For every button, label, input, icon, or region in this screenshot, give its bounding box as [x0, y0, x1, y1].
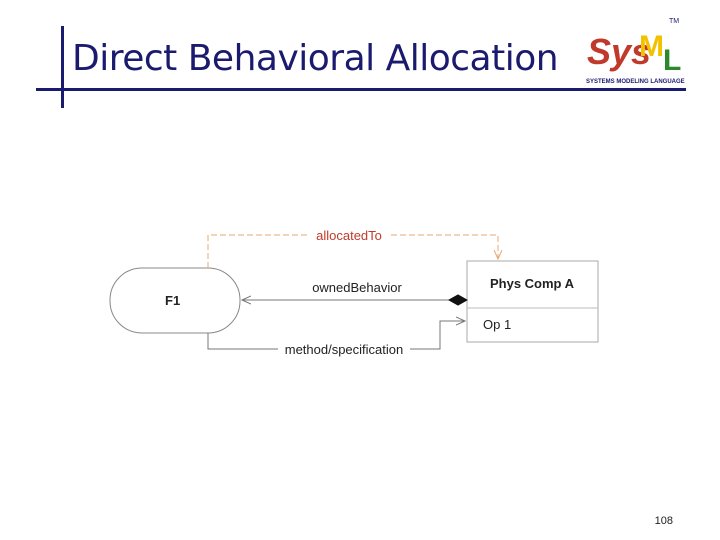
block-name: Phys Comp A — [490, 276, 575, 291]
title-vertical-rule — [61, 26, 64, 108]
composition-diamond — [447, 294, 469, 306]
logo-tagline: SYSTEMS MODELING LANGUAGE — [586, 79, 685, 85]
logo-trademark: TM — [669, 18, 679, 25]
page-number: 108 — [654, 515, 673, 527]
allocated-to-label: allocatedTo — [316, 228, 382, 243]
block-node[interactable] — [466, 260, 599, 343]
block-operation: Op 1 — [483, 317, 511, 332]
title-horizontal-rule — [36, 88, 686, 91]
activity-label: F1 — [165, 293, 180, 308]
owned-behavior-label: ownedBehavior — [312, 280, 402, 295]
sysml-logo: Sys M L TM SYSTEMS MODELING LANGUAGE — [586, 18, 685, 85]
allocated-to-label-bg — [308, 228, 390, 242]
method-specification-label-bg — [278, 342, 410, 356]
method-specification-edge[interactable] — [207, 321, 465, 350]
slide-title: Direct Behavioral Allocation — [72, 38, 559, 79]
logo-sys-text: Sys — [587, 31, 651, 72]
logo-l-text: L — [663, 44, 681, 77]
allocated-to-edge[interactable] — [207, 234, 498, 268]
activity-node[interactable] — [109, 267, 241, 334]
logo-m-text: M — [639, 30, 664, 63]
method-specification-label: method/specification — [285, 342, 404, 357]
